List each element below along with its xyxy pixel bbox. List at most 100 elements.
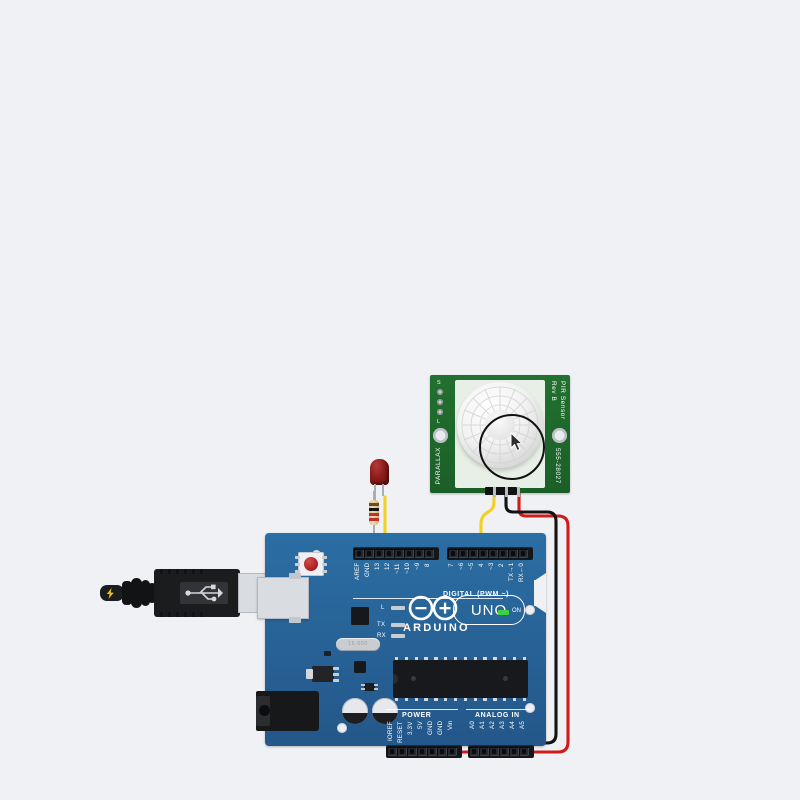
power-socket-3[interactable] <box>417 746 427 757</box>
digital-right-socket-3[interactable] <box>478 548 488 559</box>
analog-socket-4[interactable] <box>509 746 519 757</box>
electrolytic-cap-1 <box>342 698 368 724</box>
status-led-rx <box>391 633 405 638</box>
pir-leg-out <box>493 487 496 497</box>
analog-socket-0[interactable] <box>469 746 479 757</box>
reset-button[interactable] <box>295 552 327 576</box>
power-led <box>498 610 509 615</box>
power-label-0: IOREF <box>387 721 394 741</box>
status-led-tx <box>391 622 405 627</box>
digital-group-label: DIGITAL (PWM ~) <box>443 591 510 598</box>
crystal-marking: 16.000 <box>348 641 368 647</box>
usb-trident-icon <box>180 582 228 604</box>
pir-title-line2: Rev B <box>550 381 557 402</box>
digital-left-label-3: 12 <box>384 563 391 571</box>
usb-strain-relief-1 <box>122 581 132 605</box>
crystal-oscillator: 16.000 <box>336 638 380 651</box>
pir-jumper-pin-2[interactable] <box>437 399 443 405</box>
digital-left-socket-0[interactable] <box>354 548 364 559</box>
pir-brand-label: PARALLAX <box>435 447 442 485</box>
usb-strain-relief-3 <box>141 580 150 606</box>
reset-button-cap[interactable] <box>304 557 318 571</box>
analog-label-4: A4 <box>509 721 516 729</box>
mount-hole-3 <box>525 703 535 713</box>
digital-left-socket-6[interactable] <box>414 548 424 559</box>
power-socket-4[interactable] <box>427 746 437 757</box>
digital-left-socket-4[interactable] <box>394 548 404 559</box>
pir-jumper-pin-1[interactable] <box>437 389 443 395</box>
analog-label-1: A1 <box>479 721 486 729</box>
digital-header-right[interactable] <box>447 547 533 560</box>
pir-jumper-label-s: S <box>437 380 441 386</box>
analog-label-2: A2 <box>489 721 496 729</box>
digital-right-socket-0[interactable] <box>448 548 458 559</box>
power-label-6: Vin <box>447 721 454 731</box>
power-led-label: ON <box>512 608 521 614</box>
power-socket-2[interactable] <box>407 746 417 757</box>
pir-jumper-pin-3[interactable] <box>437 409 443 415</box>
pir-title-line1: PIR Sensor <box>559 381 566 420</box>
mosfet-ic <box>364 683 375 691</box>
digital-right-socket-7[interactable] <box>518 548 528 559</box>
pir-leg-gnd <box>505 487 508 497</box>
resistor-band-3 <box>369 513 379 517</box>
arduino-infinity-logo <box>408 595 458 621</box>
resistor-body <box>369 500 379 525</box>
resistor-band-2 <box>369 508 379 512</box>
power-socket-1[interactable] <box>397 746 407 757</box>
usb-cable[interactable] <box>100 563 278 638</box>
digital-right-socket-4[interactable] <box>488 548 498 559</box>
uno-badge: UNO <box>453 595 525 625</box>
analog-label-5: A5 <box>519 721 526 729</box>
resistor-leg-top <box>373 491 375 501</box>
power-header[interactable] <box>386 745 462 758</box>
analog-header[interactable] <box>468 745 534 758</box>
digital-left-label-7: 8 <box>424 563 431 567</box>
resistor-component[interactable] <box>369 491 383 545</box>
digital-left-socket-3[interactable] <box>384 548 394 559</box>
digital-left-label-5: ~10 <box>404 563 411 575</box>
pir-mount-hole-right <box>552 428 567 443</box>
analog-socket-1[interactable] <box>479 746 489 757</box>
arrow-cursor-icon <box>510 432 524 452</box>
mount-hole-2 <box>525 605 535 615</box>
pir-pin-header[interactable] <box>485 487 517 495</box>
digital-left-socket-1[interactable] <box>364 548 374 559</box>
digital-right-label-7: RX←0 <box>518 563 525 583</box>
digital-right-socket-1[interactable] <box>458 548 468 559</box>
pir-jumper-label-l: L <box>437 419 441 425</box>
digital-right-socket-2[interactable] <box>468 548 478 559</box>
power-socket-5[interactable] <box>437 746 447 757</box>
analog-socket-5[interactable] <box>519 746 529 757</box>
pir-leg-vcc <box>517 487 520 497</box>
digital-left-socket-7[interactable] <box>424 548 434 559</box>
digital-left-socket-2[interactable] <box>374 548 384 559</box>
analog-label-3: A3 <box>499 721 506 729</box>
power-label-5: GND <box>437 721 444 736</box>
power-label-1: RESET <box>397 721 404 743</box>
power-socket-0[interactable] <box>387 746 397 757</box>
digital-right-socket-5[interactable] <box>498 548 508 559</box>
digital-left-label-0: AREF <box>354 563 361 581</box>
power-group-label: POWER <box>402 712 432 719</box>
analog-socket-3[interactable] <box>499 746 509 757</box>
analog-group-label: ANALOG IN <box>475 712 520 719</box>
power-socket-6[interactable] <box>447 746 457 757</box>
digital-header-left[interactable] <box>353 547 439 560</box>
digital-left-label-2: 13 <box>374 563 381 571</box>
power-label-3: 5V <box>417 721 424 729</box>
led-anode-leg <box>382 484 385 496</box>
analog-socket-2[interactable] <box>489 746 499 757</box>
regulator-tab <box>306 669 313 679</box>
resistor-band-1 <box>369 503 379 507</box>
digital-right-socket-6[interactable] <box>508 548 518 559</box>
atmega328p-chip <box>393 656 528 702</box>
digital-left-label-4: ~11 <box>394 563 401 574</box>
usb-b-port[interactable] <box>257 577 309 619</box>
digital-left-socket-5[interactable] <box>404 548 414 559</box>
power-label-4: GND <box>427 721 434 736</box>
usb-strain-relief-4 <box>148 583 156 603</box>
